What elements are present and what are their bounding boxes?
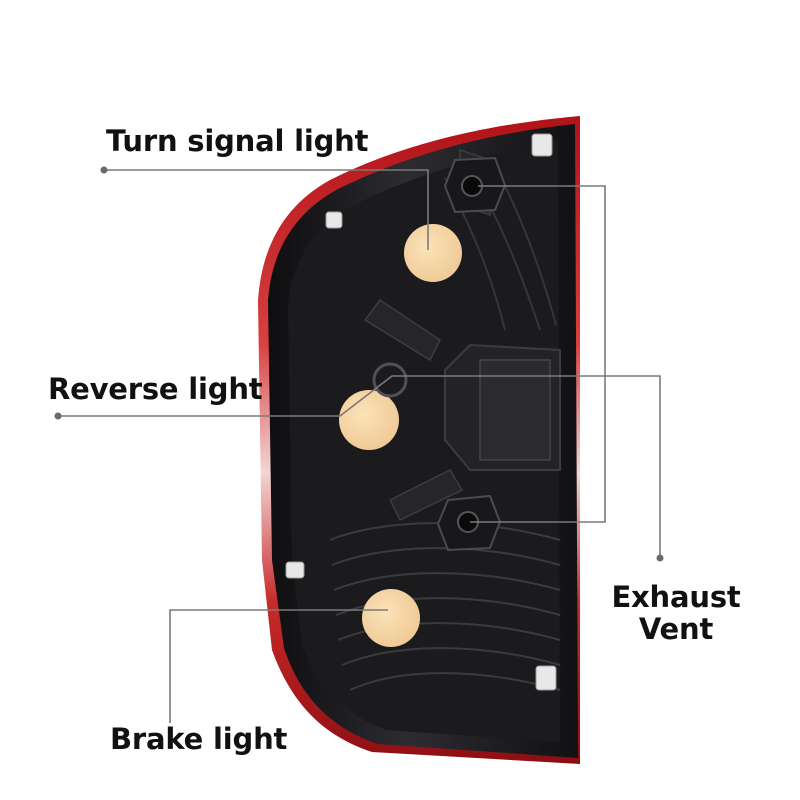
exhaust-vent-label: Exhaust Vent	[598, 580, 754, 646]
module-plate	[479, 359, 551, 461]
vent-socket-upper	[443, 156, 507, 214]
housing-cavity	[288, 140, 560, 742]
turn-signal-bulb	[404, 224, 462, 282]
brake-bulb	[362, 589, 420, 647]
brake-light-label: Brake light	[110, 722, 288, 756]
reverse-light-label: Reverse light	[48, 372, 263, 406]
reverse-socket-ring	[372, 362, 408, 398]
turn-signal-label: Turn signal light	[106, 124, 369, 158]
brake-leader	[169, 609, 388, 723]
turn-signal-leader	[104, 169, 429, 250]
reverse-bulb	[339, 390, 399, 450]
mounting-clips	[285, 133, 557, 691]
exhaust-leader-bracket	[470, 185, 606, 523]
exhaust-vent-label-line1: Exhaust	[611, 580, 741, 614]
leader-lines	[58, 169, 661, 723]
reflector-fins	[329, 522, 561, 691]
exhaust-vent-label-line2: Vent	[638, 611, 714, 646]
vent-socket-lower	[436, 494, 502, 552]
reverse-leader	[58, 375, 661, 556]
leader-dots	[54, 166, 664, 562]
